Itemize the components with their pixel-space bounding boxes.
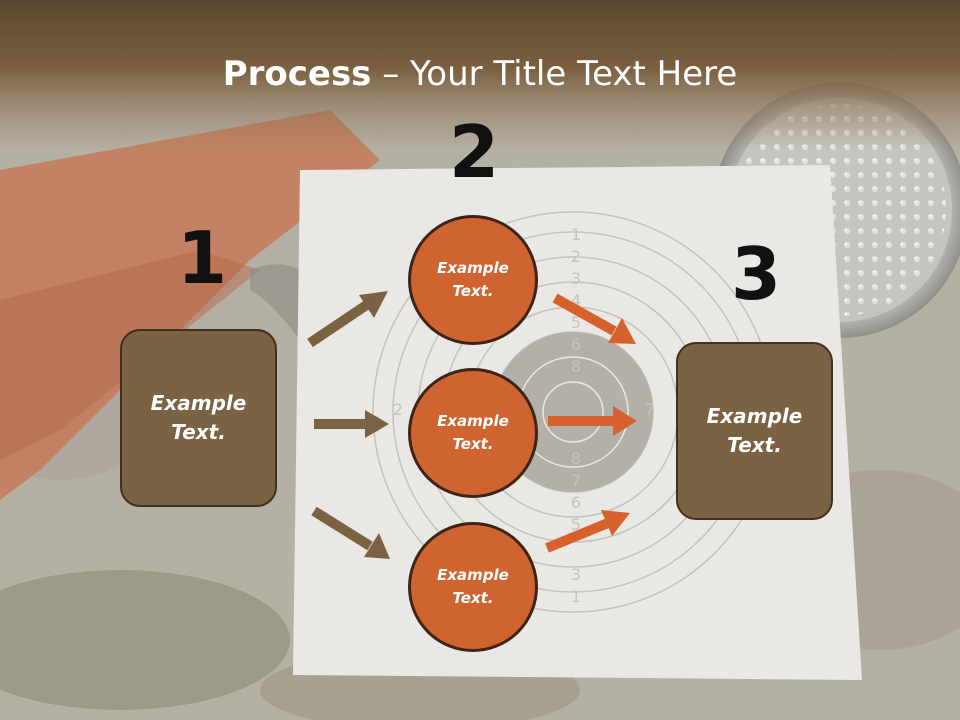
svg-text:3: 3 [571,565,581,584]
svg-text:5: 5 [571,313,581,332]
circle-bottom-text: Example Text. [437,566,509,607]
left-box-text: Example Text. [150,391,247,444]
step-number-1: 1 [177,216,228,300]
step-number-2: 2 [449,110,500,194]
svg-text:7: 7 [645,400,655,419]
svg-text:2: 2 [393,400,403,419]
right-box[interactable]: Example Text. [676,342,833,520]
svg-text:6: 6 [571,335,581,354]
svg-text:2: 2 [571,247,581,266]
title-rest: – Your Title Text Here [371,54,738,94]
svg-text:6: 6 [571,493,581,512]
circle-middle[interactable]: Example Text. [408,368,538,498]
svg-text:5: 5 [571,515,581,534]
svg-text:1: 1 [571,225,581,244]
circle-bottom[interactable]: Example Text. [408,522,538,652]
svg-text:1: 1 [571,587,581,606]
circle-top[interactable]: Example Text. [408,215,538,345]
svg-text:8: 8 [571,449,581,468]
title-bold: Process [222,54,372,94]
svg-text:8: 8 [571,357,581,376]
svg-text:3: 3 [571,269,581,288]
page-title: Process – Your Title Text Here [0,52,960,96]
svg-text:4: 4 [571,291,581,310]
left-box[interactable]: Example Text. [120,329,277,507]
title-bar [0,0,960,150]
right-box-text: Example Text. [706,404,803,457]
step-number-3: 3 [731,232,782,316]
circle-top-text: Example Text. [437,259,509,300]
svg-text:7: 7 [571,471,581,490]
circle-middle-text: Example Text. [437,412,509,453]
